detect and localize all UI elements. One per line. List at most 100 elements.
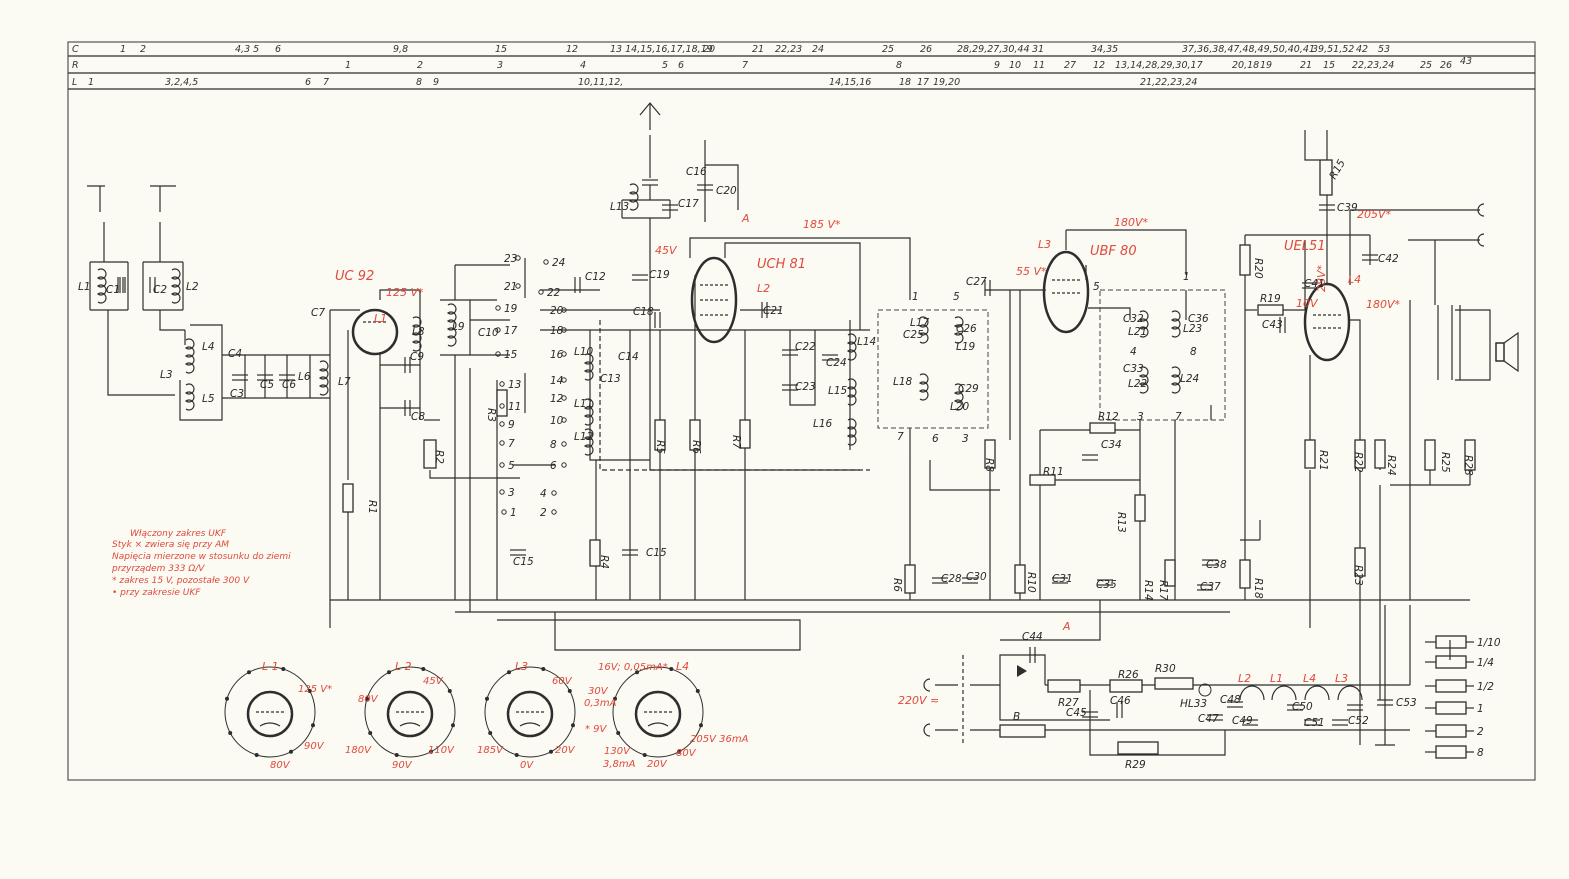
legend-resistor-symbol (1435, 724, 1467, 738)
socket-pin (485, 696, 490, 701)
component-label: L6 (298, 371, 311, 383)
socket-voltage: 3,8mA (603, 759, 636, 770)
switch-contact-number: 3 (508, 487, 515, 499)
switch-contact (499, 462, 505, 468)
component-label: R10 (1025, 572, 1037, 593)
header-ref: 1 (345, 60, 351, 71)
resistor (1424, 439, 1436, 471)
choke-coil (1337, 685, 1363, 701)
header-ref: 8 (896, 60, 902, 71)
switch-contact (495, 327, 501, 333)
component-label: B (1013, 711, 1020, 723)
legend-wattage: 8 (1477, 747, 1484, 759)
socket-voltage: 0V (520, 760, 534, 771)
socket-pin (247, 670, 252, 675)
header-ref: 19,20 (933, 77, 960, 88)
inductor-coil (583, 353, 594, 381)
component-label: C51 (1304, 717, 1325, 729)
header-ref: 17 (917, 77, 929, 88)
socket-tube (506, 690, 554, 738)
socket-pin (310, 723, 315, 728)
switch-contact (543, 259, 549, 265)
switch-contact (561, 307, 567, 313)
socket-pin (669, 667, 674, 672)
voltage-label: UEL51 (1284, 239, 1326, 254)
switch-contact (561, 417, 567, 423)
voltage-label: 180V* (1114, 216, 1149, 229)
inductor-coil (1138, 366, 1149, 394)
switch-contact-number: 7 (508, 438, 515, 450)
component-label: C17 (678, 198, 699, 210)
speaker-icon (1495, 342, 1505, 362)
wire (497, 612, 801, 651)
legend-wattage: 1/4 (1477, 657, 1494, 669)
component-label: C37 (1200, 581, 1221, 593)
legend-wattage: 1/2 (1477, 681, 1494, 693)
component-label: C5 (260, 379, 274, 391)
resistor (1464, 439, 1476, 471)
component-label: C19 (649, 269, 670, 281)
component-label: R17 (1157, 580, 1169, 601)
header-ref: 20,18 (1232, 60, 1259, 71)
socket-pin (570, 723, 575, 728)
component-label: R14 (1142, 580, 1154, 601)
header-ref: 42 (1356, 44, 1368, 55)
header-ref: 9 (994, 60, 1000, 71)
pin-number: 5 (1093, 281, 1100, 293)
switch-contact-number: 15 (504, 349, 518, 361)
component-label: L23 (1183, 323, 1202, 335)
pin-number: 1 (912, 291, 919, 303)
switch-contact-number: 16 (550, 349, 564, 361)
header-ref: 15 (495, 44, 507, 55)
component-label: L17 (910, 317, 930, 329)
header-ref: 10,11,12, (578, 77, 623, 88)
resistor (1239, 559, 1251, 589)
socket-voltage: 90V (392, 760, 413, 771)
speaker-jack-icon (1477, 203, 1485, 217)
socket-pin (541, 667, 546, 672)
header-row-key: L (72, 77, 77, 88)
switch-contact-number: 18 (550, 325, 564, 337)
voltage-label: UBF 80 (1090, 244, 1137, 259)
socket-pin (676, 749, 681, 754)
component-label: L7 (338, 376, 351, 388)
pin-number: 3 (962, 433, 969, 445)
header-ref: 19 (1260, 60, 1272, 71)
tube-uel51 (1303, 282, 1351, 362)
wire (705, 164, 739, 210)
component-label: C2 (153, 284, 167, 296)
component-label: C22 (795, 341, 816, 353)
component-label: L19 (956, 341, 976, 353)
header-ref: 4 (580, 60, 586, 71)
voltage-label: L2 (757, 282, 770, 295)
socket-pin (616, 730, 621, 735)
inductor-coil (96, 268, 107, 304)
socket-pin (368, 730, 373, 735)
socket-tube (246, 690, 294, 738)
legend-resistor-symbol (1435, 679, 1467, 693)
pin-number: 4 (1130, 346, 1137, 358)
component-label: L12 (574, 431, 594, 443)
socket-pin (450, 723, 455, 728)
socket-title: L3 (515, 660, 528, 673)
component-label: R20 (1252, 258, 1264, 279)
component-label: R18 (1252, 578, 1264, 599)
voltage-label: 185 V* (803, 218, 841, 231)
component-label: L16 (813, 418, 833, 430)
wire (1455, 309, 1491, 381)
voltage-label: 28V* (1315, 264, 1328, 292)
component-label: C23 (795, 381, 816, 393)
wire (689, 237, 911, 300)
socket-pin (421, 667, 426, 672)
switch-contact-number: 9 (508, 419, 515, 431)
header-ref: 18 (899, 77, 911, 88)
component-label: C29 (958, 383, 979, 395)
component-label: R8 (983, 458, 995, 472)
voltage-label: 10V (1296, 297, 1319, 310)
switch-contact (561, 327, 567, 333)
header-ref: 28,29,27,30,44 (957, 44, 1030, 55)
if-transformer-box-2 (1099, 289, 1226, 421)
component-label: L2 (186, 281, 199, 293)
